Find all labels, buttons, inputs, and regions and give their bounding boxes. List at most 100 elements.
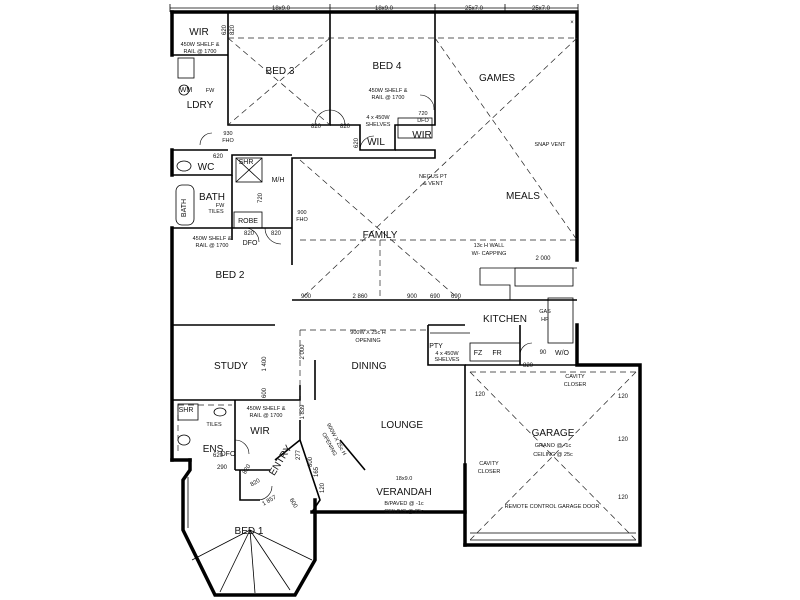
dim-820-bed4: 820 xyxy=(340,124,351,130)
dim-620-top: 620 xyxy=(222,24,228,35)
garage-door-outline xyxy=(470,532,636,541)
room-wir-ens: WIR xyxy=(250,426,269,437)
door-swings xyxy=(199,94,533,501)
dim-820-kit: 820 xyxy=(523,363,534,369)
dim-1839: 1 839 xyxy=(300,404,306,420)
note-capping: W/- CAPPING xyxy=(472,251,507,257)
dim-800: 800 xyxy=(308,456,314,467)
note-shelf-bed4: 450W SHELF & xyxy=(369,88,408,94)
note-fw: FW xyxy=(206,88,215,94)
note-rail-top: RAIL @ 1700 xyxy=(184,49,217,55)
room-ldry: LDRY xyxy=(187,100,214,111)
note-grano: GRANO @ -1c xyxy=(535,443,572,449)
dim-1857: 1 857 xyxy=(261,494,278,507)
label-shr-ens: SHR xyxy=(179,407,194,414)
shower-ens xyxy=(177,403,199,421)
room-bed1: BED 1 xyxy=(235,526,264,537)
note-remote: REMOTE CONTROL GARAGE DOOR xyxy=(505,504,600,510)
note-ceiling-v: CEILING @ 25c xyxy=(384,509,424,515)
note-snap-vent: SNAP VENT xyxy=(534,142,566,148)
note-dfo-720: 720 xyxy=(418,111,427,117)
room-garage: GARAGE xyxy=(532,428,575,439)
dim-2000-v: 2 000 xyxy=(300,344,306,360)
dim-120d: 120 xyxy=(618,495,629,501)
note-dfo-720b: DFO xyxy=(417,118,429,124)
dim-820-wir: 820 xyxy=(230,24,236,35)
room-kitchen: KITCHEN xyxy=(483,314,527,325)
note-rail-bed2: RAIL @ 1700 xyxy=(196,243,229,249)
dim-1400: 1 400 xyxy=(262,356,268,372)
note-cavity-1: CAVITY xyxy=(565,374,585,380)
dim-90: 90 xyxy=(540,350,547,356)
dim-820-b2b: 820 xyxy=(271,231,282,237)
dim-820-ens: 820 xyxy=(242,463,253,475)
room-bed2: BED 2 xyxy=(216,270,245,281)
note-gas: GAS xyxy=(539,309,551,315)
label-fr: FR xyxy=(492,350,501,357)
label-dfo-bed2: DFO xyxy=(243,240,258,247)
dim-165: 165 xyxy=(314,466,320,477)
note-fho-930b: FHO xyxy=(222,138,234,144)
dim-277: 277 xyxy=(296,449,302,460)
note-shelves-kit: 4 x 450W xyxy=(435,351,459,357)
note-ceiling-g: CEILING @ 25c xyxy=(533,452,573,458)
note-hp: HP xyxy=(541,317,549,323)
corner-marker-icon: × xyxy=(570,20,574,26)
note-closer-2: CLOSER xyxy=(478,469,501,475)
room-wir-top: WIR xyxy=(189,27,208,38)
bathtub xyxy=(175,184,195,226)
room-bed4: BED 4 xyxy=(373,61,402,72)
top-dim-1: 18x9.0 xyxy=(272,6,291,12)
note-verandah-dims: 18x9.0 xyxy=(396,476,413,482)
room-wc: WC xyxy=(198,162,215,173)
room-bed3: BED 3 xyxy=(266,66,295,77)
room-verandah: VERANDAH xyxy=(376,487,432,498)
dim-620-wil: 620 xyxy=(354,137,360,148)
dim-600b: 600 xyxy=(288,498,299,510)
label-wm: WM xyxy=(180,87,193,94)
note-shelves-word: SHELVES xyxy=(366,122,391,128)
shower-main xyxy=(235,157,263,183)
dim-620-wc: 620 xyxy=(213,154,224,160)
room-lounge: LOUNGE xyxy=(381,420,424,431)
dim-k690b: 690 xyxy=(451,294,462,300)
dim-820-b2a: 820 xyxy=(244,231,255,237)
note-shelf-ens: 450W SHELF & xyxy=(247,406,286,412)
label-shr: SHR xyxy=(239,159,254,166)
trough xyxy=(177,57,195,79)
ceiling-lines xyxy=(177,37,637,541)
top-dimension-line: 18x9.0 18x9.0 25x7.0 25x7.0 xyxy=(169,4,579,12)
note-negus-2: & VENT xyxy=(423,181,444,187)
dim-k690a: 690 xyxy=(430,294,441,300)
note-bpaved: B/PAVED @ -1c xyxy=(384,501,424,507)
room-wir-mid: WIR xyxy=(412,130,431,141)
dim-120b: 120 xyxy=(618,394,629,400)
dim-k900b: 900 xyxy=(407,294,418,300)
room-bath: BATH xyxy=(199,192,225,203)
room-games: GAMES xyxy=(479,73,515,84)
wir-box xyxy=(397,117,433,139)
room-meals: MEALS xyxy=(506,191,540,202)
top-dim-2: 18x9.0 xyxy=(375,6,394,12)
label-dfo-ens: DFO xyxy=(221,451,236,458)
note-rail-bed4: RAIL @ 1700 xyxy=(372,95,405,101)
dim-820-bed1: 820 xyxy=(250,478,262,489)
note-fho-900: 900 xyxy=(297,210,306,216)
dim-k900a: 900 xyxy=(301,294,312,300)
interior-walls xyxy=(172,12,577,545)
note-ens-tiles: TILES xyxy=(206,422,222,428)
note-closer-1: CLOSER xyxy=(564,382,587,388)
note-tiles: TILES xyxy=(208,209,224,215)
kitchen-benches xyxy=(430,267,577,362)
note-fho-900b: FHO xyxy=(296,217,308,223)
room-labels: WIR BED 3 BED 4 GAMES LDRY WM WIL WIR WC… xyxy=(179,27,575,537)
label-pty: PTY xyxy=(429,343,443,350)
dim-k2860: 2 860 xyxy=(352,294,368,300)
room-study: STUDY xyxy=(214,361,248,372)
dim-820-bed3: 820 xyxy=(311,124,322,130)
label-mh: M/H xyxy=(272,177,285,184)
note-shelf-bed2: 450W SHELF & xyxy=(193,236,232,242)
dim-120c: 120 xyxy=(618,437,629,443)
note-shelf-top: 450W SHELF & xyxy=(181,42,220,48)
